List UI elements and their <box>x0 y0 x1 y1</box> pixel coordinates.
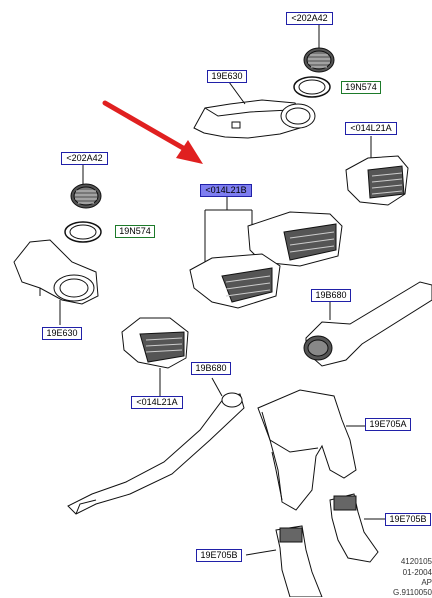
grille-part-left <box>70 165 102 209</box>
duct-part-top <box>193 81 316 139</box>
label-grille-left[interactable]: <202A42 <box>61 152 108 165</box>
label-vent-left[interactable]: <014L21A <box>131 396 183 409</box>
reference-date: 01-2004 <box>402 568 432 577</box>
duct-short-part-left <box>245 525 323 597</box>
label-duct-short-right[interactable]: 19E705B <box>385 513 431 526</box>
label-duct-left[interactable]: 19E630 <box>42 327 82 340</box>
label-duct-branch[interactable]: 19E705A <box>365 418 411 431</box>
label-duct-top[interactable]: 19E630 <box>207 70 247 83</box>
label-duct-long-right[interactable]: 19B680 <box>311 289 351 302</box>
reference-catalog-number: G.9110050 <box>393 588 432 597</box>
duct-branch-part <box>257 389 365 511</box>
duct-part-left <box>13 239 99 325</box>
vent-part-left <box>121 317 189 396</box>
duct-short-part-right <box>329 493 386 563</box>
grille-part-top <box>303 25 335 73</box>
gasket-part-top <box>293 76 331 98</box>
label-grille-top[interactable]: <202A42 <box>286 12 333 25</box>
duct-long-part-left <box>67 377 245 515</box>
duct-long-part-right <box>303 281 432 367</box>
label-duct-long-left[interactable]: 19B680 <box>191 362 231 375</box>
label-gasket-top[interactable]: 19N574 <box>341 81 381 94</box>
label-vent-right[interactable]: <014L21A <box>345 122 397 135</box>
label-duct-short-left[interactable]: 19E705B <box>196 549 242 562</box>
reference-suffix: AP <box>421 578 432 587</box>
reference-code: 4120105 <box>400 557 432 566</box>
vents-part-center <box>189 197 343 309</box>
vent-part-right <box>345 136 409 206</box>
pointer-arrow <box>102 100 203 164</box>
label-vents-center[interactable]: <014L21B <box>200 184 252 197</box>
gasket-part-left <box>64 221 102 243</box>
label-gasket-left[interactable]: 19N574 <box>115 225 155 238</box>
